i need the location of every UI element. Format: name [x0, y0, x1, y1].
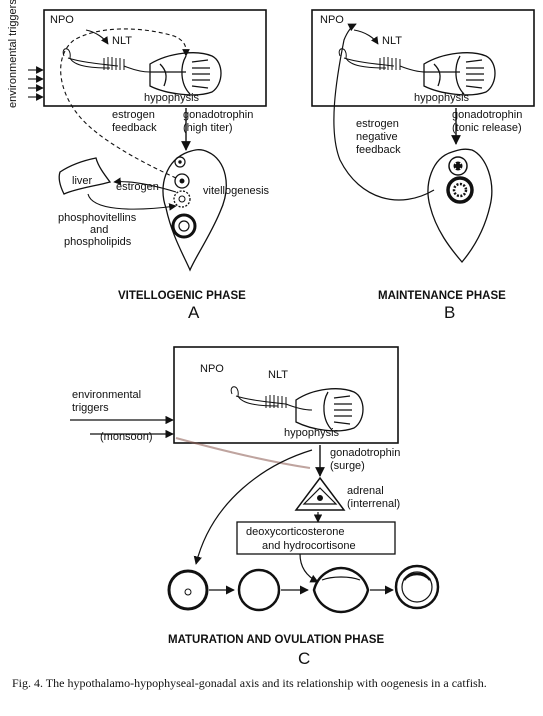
panel-b-gonadotrophin-label-2: (tonic release) — [452, 122, 522, 134]
panel-a-brain-box — [43, 9, 267, 107]
panel-c-monsoon-label: (monsoon) — [100, 431, 153, 443]
panel-c-smudge — [175, 437, 311, 469]
panel-b-gonadotrophin-label-1: gonadotrophin — [452, 109, 522, 121]
panel-c-gonadotrophin-label-2: (surge) — [330, 460, 365, 472]
panel-a-letter: A — [188, 303, 200, 322]
panel-a-liver-label: liver — [72, 175, 93, 187]
panel-a-nlt-label: NLT — [112, 35, 132, 47]
panel-a-hypophysis-label: hypophysis — [144, 92, 200, 104]
panel-c-steroid-label-2: and hydrocortisone — [262, 540, 356, 552]
panel-b-feedback-label-3: feedback — [356, 144, 401, 156]
panel-a-neurons — [62, 48, 151, 73]
panel-a-gonadotrophin-label-2: (high titer) — [183, 122, 233, 134]
oocyte-2 — [237, 568, 281, 612]
panel-a-phospho-arrow — [87, 193, 177, 211]
panel-a-phospho-label-2: and — [90, 224, 108, 236]
panel-c-steroid-label-1: deoxycorticosterone — [246, 526, 344, 538]
panel-c-direct-arrow — [193, 449, 313, 565]
oocyte-3 — [312, 566, 370, 614]
panel-c-oocyte-series — [167, 564, 440, 614]
panel-c-letter: C — [298, 649, 310, 668]
panel-c-adrenal-label-2: (interrenal) — [347, 498, 400, 510]
panel-b-hypophysis-shape — [423, 52, 496, 96]
panel-a-estrogen-feedback-label-2: feedback — [112, 122, 157, 134]
panel-a-npo-label: NPO — [50, 14, 74, 26]
panel-a-estrogen-feedback-label-1: estrogen — [112, 109, 155, 121]
panel-a-phase-title: VITELLOGENIC PHASE — [118, 290, 246, 302]
panel-a-ovary — [162, 149, 227, 272]
panel-b-feedback-label-2: negative — [356, 131, 398, 143]
panel-c-adrenal-label-1: adrenal — [347, 485, 384, 497]
panel-c-phase-title: MATURATION AND OVULATION PHASE — [168, 634, 384, 646]
panel-a-liver-shape — [58, 157, 112, 195]
panel-a-environmental-triggers-label: environmental triggers — [7, 0, 19, 108]
panel-b-phase-title: MAINTENANCE PHASE — [378, 290, 506, 302]
panel-b-hypophysis-label: hypophysis — [414, 92, 470, 104]
panel-b-letter: B — [444, 303, 455, 322]
panel-c-hypophysis-shape — [295, 388, 364, 432]
panel-c-gonadotrophin-label-1: gonadotrophin — [330, 447, 400, 459]
panel-a-estrogen-arrow — [113, 177, 177, 193]
panel-a-vitellogenesis-label: vitellogenesis — [203, 185, 270, 197]
panel-c-brain-box — [173, 346, 399, 444]
panel-b-neurons — [338, 48, 427, 73]
panel-a: NPO NLT hypophysis environmental trigger… — [7, 0, 270, 322]
panel-c-adrenal — [294, 476, 346, 511]
panel-b-npo-nlt-arrow — [353, 29, 379, 45]
oocyte-4 — [394, 564, 440, 610]
oocyte-1 — [167, 569, 209, 611]
panel-c-steroid-box — [236, 521, 396, 555]
panel-b-feedback-label-1: estrogen — [356, 118, 399, 130]
figure-caption: Fig. 4. The hypothalamo-hypophyseal-gona… — [12, 676, 487, 690]
panel-c-neurons — [230, 386, 313, 411]
panel-c: NPO NLT hypophysis environmental trigger… — [70, 346, 440, 668]
panel-a-npo-nlt-arrow — [85, 29, 109, 45]
panel-c-nlt-label: NLT — [268, 369, 288, 381]
panel-b-nlt-label: NLT — [382, 35, 402, 47]
panel-c-steroid-arrow — [299, 553, 319, 583]
panel-a-trigger-arrows — [28, 66, 44, 101]
panel-b-npo-label: NPO — [320, 14, 344, 26]
panel-c-npo-label: NPO — [200, 363, 224, 375]
panel-b-ovary — [427, 148, 493, 264]
panel-c-environmental-label-2: triggers — [72, 402, 109, 414]
panel-a-hypophysis-shape — [149, 52, 222, 96]
panel-a-phospho-label-3: phospholipids — [64, 236, 132, 248]
panel-a-estrogen-label: estrogen — [116, 181, 159, 193]
panel-b: NPO NLT hypophysis estrogen negative fee… — [311, 9, 535, 322]
panel-a-gonadotrophin-label-1: gonadotrophin — [183, 109, 253, 121]
panel-a-estrogen-feedback-arrow — [60, 28, 190, 179]
panel-c-environmental-label-1: environmental — [72, 389, 141, 401]
panel-b-negative-feedback-arrow — [333, 23, 435, 201]
panel-a-phospho-label-1: phosphovitellins — [58, 212, 137, 224]
panel-b-brain-box — [311, 9, 535, 107]
